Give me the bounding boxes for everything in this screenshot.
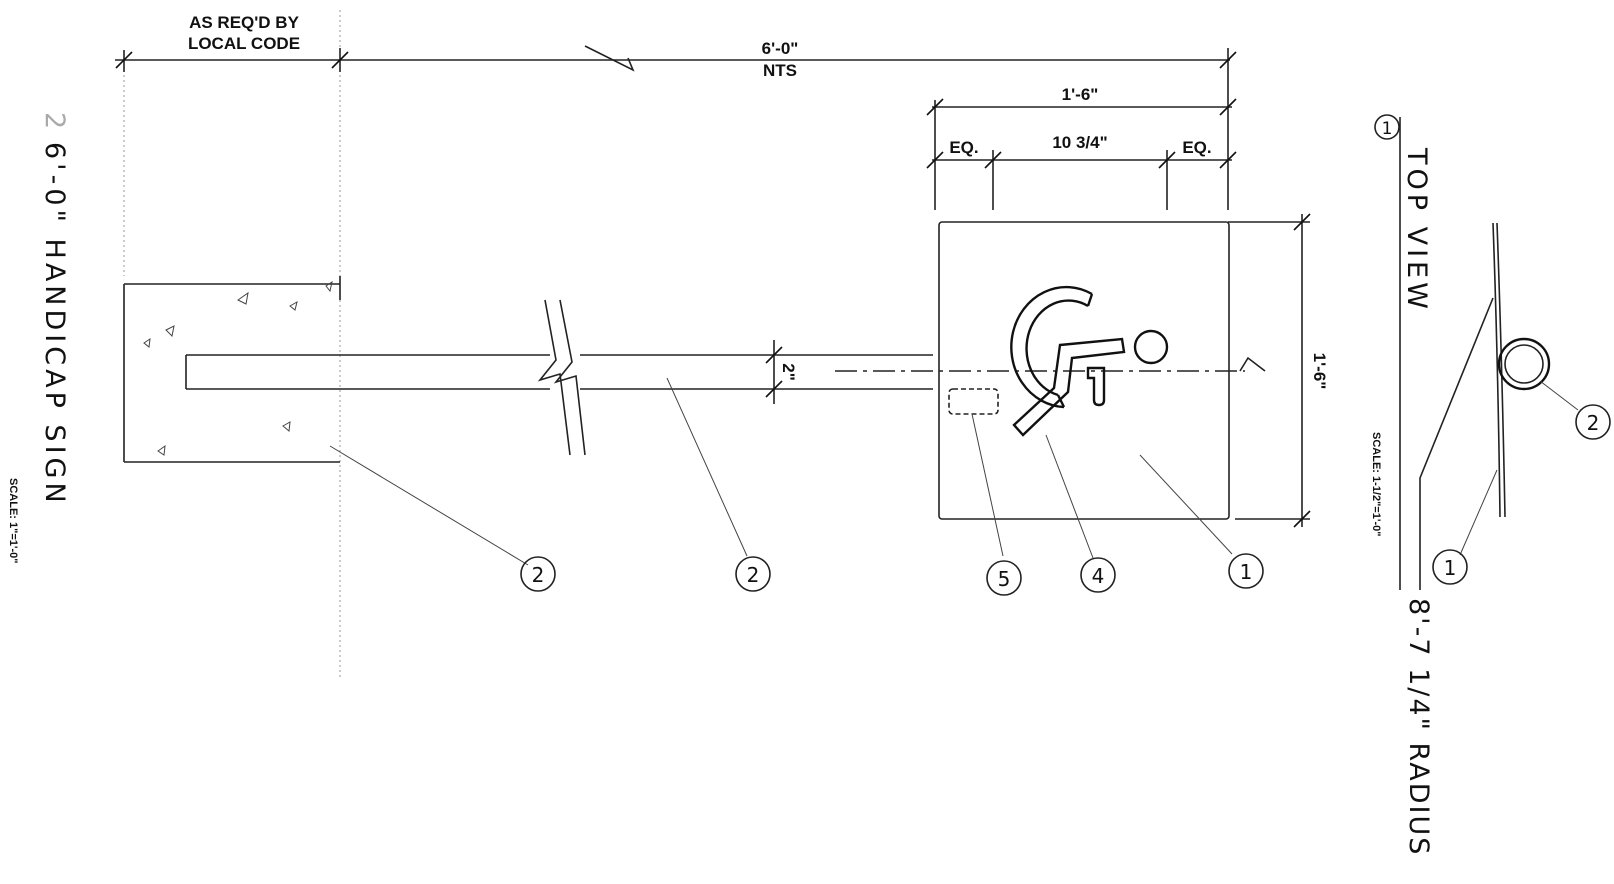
callout-5: 5 (998, 567, 1011, 591)
eq-left-label: EQ. (949, 138, 978, 157)
sign-width-label: 1'-6" (1062, 85, 1099, 104)
sign-height-label: 1'-6" (1310, 353, 1329, 390)
concrete-footing (123, 10, 341, 680)
sign-height-dimension: 1'-6" (1228, 213, 1329, 528)
wheelchair-symbol-icon (1010, 285, 1169, 437)
overall-note-label: NTS (763, 61, 797, 80)
front-callouts: 2 2 5 4 1 (329, 377, 1264, 596)
top-callout-2: 2 (1587, 411, 1600, 435)
sign-panel (835, 221, 1266, 520)
overall-length-label: 6'-0" (762, 39, 799, 58)
radius-label: 8'-7 1/4" RADIUS (1403, 598, 1434, 856)
front-scale: SCALE: 1"=1'-0" (7, 478, 19, 564)
callout-2-post: 2 (747, 563, 760, 587)
top-title-number: 1 (1382, 119, 1393, 139)
top-scale: SCALE: 1-1/2"=1'-0" (1370, 432, 1382, 536)
callout-1: 1 (1240, 560, 1253, 584)
pipe-section-icon (1497, 337, 1551, 391)
break-symbol (537, 299, 586, 456)
pipe-diameter-dimension: 2" (765, 340, 798, 404)
front-view-title-block: 2 6'-0" HANDICAP SIGN (39, 112, 70, 507)
sign-post (185, 299, 933, 456)
aggregate-marks (143, 280, 333, 456)
front-title-number: 2 (39, 112, 70, 133)
callout-4: 4 (1092, 564, 1105, 588)
symbol-width-label: 10 3/4" (1052, 133, 1107, 152)
top-title: TOP VIEW (1401, 147, 1432, 313)
eq-right-label: EQ. (1182, 138, 1211, 157)
top-callout-1: 1 (1444, 556, 1457, 580)
sign-width-dimensions: 1'-6" EQ. 10 3/4" EQ. (926, 85, 1237, 210)
overall-dimension: AS REQ'D BY LOCAL CODE 6'-0" NTS (115, 13, 1237, 210)
top-view-title-block: 1 TOP VIEW SCALE: 1-1/2"=1'-0" (1370, 114, 1432, 590)
placard-item-5 (948, 388, 999, 415)
top-view: 1 TOP VIEW SCALE: 1-1/2"=1'-0" 2 1 8'-7 … (1370, 114, 1611, 856)
local-code-line2: LOCAL CODE (188, 34, 300, 53)
pipe-diameter-label: 2" (779, 363, 798, 381)
local-code-line1: AS REQ'D BY (189, 13, 299, 32)
callout-2-footing: 2 (532, 563, 545, 587)
front-title: 6'-0" HANDICAP SIGN (39, 142, 70, 507)
